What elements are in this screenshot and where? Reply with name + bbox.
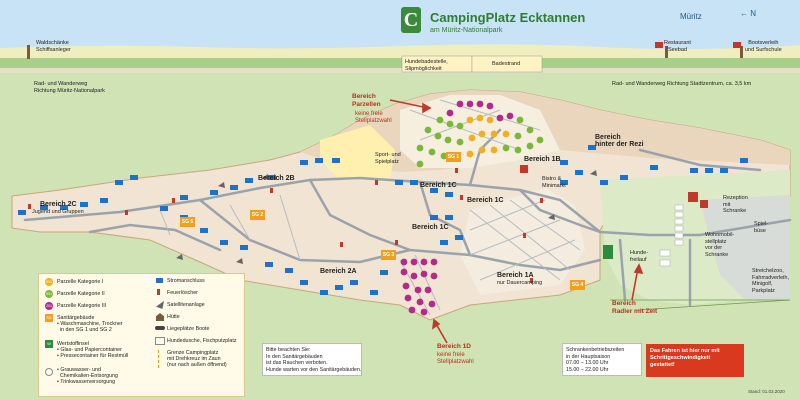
- reception-building-2: [700, 200, 708, 208]
- zone-1b-label: Bereich 1B: [524, 156, 561, 163]
- zone-1d-title: Bereich 1D: [437, 343, 471, 350]
- satellite-icon: [156, 301, 164, 309]
- zone-2b-label: Bereich 2B: [258, 175, 295, 182]
- zone-1c-label-c: Bereich 1C: [412, 224, 449, 231]
- sanitary-sg2[interactable]: SG 2: [250, 210, 265, 220]
- zone-parzellen-sub: keine freie Stellplatzwahl: [355, 111, 392, 124]
- shore-strip: [0, 58, 800, 68]
- reception-building: [688, 192, 698, 202]
- legend-label: • Grauwasser- und Chemikalien-Entsorgung…: [57, 367, 118, 386]
- restaurant-label: Restaurant Seebad: [664, 40, 691, 53]
- mobile-label: Wohnmobil- stellplatz vor der Schranke: [705, 232, 735, 258]
- legend-panel: 001 Parzelle Kategorie I S01 Parzelle Ka…: [38, 273, 245, 397]
- north-arrow-icon: ←: [740, 9, 751, 18]
- sanitary-note: Bitte beachten Sie: In den Sanitärgebäud…: [262, 343, 362, 376]
- legend-label: Hütte: [167, 314, 180, 320]
- power-outlet-icon: [156, 278, 163, 283]
- satellite-dishes: [176, 170, 597, 264]
- bistro-label: Bistro & Minimarkt: [542, 176, 566, 189]
- beach-label: Badestrand: [492, 61, 521, 67]
- sanitary-icon: SG: [45, 314, 53, 322]
- zone-1a-sub: nur Dauercamping: [497, 280, 543, 286]
- legend-label: Hundedusche, Fischputzplatz: [167, 338, 237, 344]
- zone-2c-label: Bereich 2C: [40, 201, 77, 208]
- parking-label: Streichelzoo, Fahrradverleih, Minigolf, …: [752, 268, 789, 294]
- sanitary-sg4[interactable]: SG 4: [570, 280, 585, 290]
- zone-radler-title: Bereich Radler mit Zelt: [612, 300, 658, 315]
- parcel-cat3-icon: 201: [45, 302, 53, 310]
- cabin-icon: [156, 313, 164, 321]
- fence-line-icon: [158, 350, 159, 368]
- beach: [471, 55, 543, 73]
- dog-meadow-label: Hunde- freilauf: [630, 250, 649, 263]
- legend-label: Parzelle Kategorie II: [57, 291, 105, 297]
- dog-beach-label: Hundebadestelle, Slipmöglichkeit: [405, 59, 448, 72]
- parcel-circles: [400, 100, 544, 316]
- zone-1a-label: Bereich 1A: [497, 272, 534, 279]
- sport-label: Sport- und Spielplatz: [375, 152, 401, 165]
- bistro-building: [520, 165, 528, 173]
- parking-area: [700, 195, 790, 300]
- boat-house-roof: [733, 42, 741, 48]
- pointer-arrows: [389, 99, 644, 344]
- zone-1c-label-b: Bereich 1C: [467, 197, 504, 204]
- zone-2a-label: Bereich 2A: [320, 268, 357, 275]
- shoreline: [0, 44, 800, 60]
- waste-island: [603, 245, 613, 259]
- sport-field: [320, 125, 395, 180]
- zone-1c-label-a: Bereich 1C: [420, 182, 457, 189]
- dog-shower-icon: [155, 337, 165, 345]
- sanitary-sg5[interactable]: SG 5: [180, 217, 195, 227]
- fire-extinguisher-icon: [157, 289, 160, 295]
- legend-label: Liegeplätze Boote: [167, 326, 210, 332]
- legend-label: Stromanschluss: [167, 278, 205, 284]
- reception-label: Rezeption mit Schranke: [723, 195, 748, 214]
- paths: [159, 99, 581, 316]
- legend-label: Satellitenanlage: [167, 302, 205, 308]
- jetty-left: [27, 45, 30, 59]
- play2-label: Spiel- büse: [754, 221, 769, 234]
- fire-extinguishers: [28, 168, 543, 283]
- north-label: ← N: [740, 9, 757, 18]
- sanitary-sg3[interactable]: SG 3: [381, 250, 396, 260]
- boat-icon: [155, 326, 165, 330]
- jetty-boats: [740, 46, 743, 58]
- campsite-logo: C: [401, 7, 421, 33]
- boats-label: Bootsverleih und Surfschule: [745, 40, 782, 53]
- page-subtitle: am Müritz-Nationalpark: [430, 27, 503, 34]
- speed-warning: Das Fahren ist hier nur mit Schrittgesch…: [646, 344, 744, 377]
- restaurant-roof: [655, 42, 663, 48]
- mobile-stalls: [659, 204, 684, 267]
- legend-label: Sanitärgebäude • Waschmaschine, Trockner…: [57, 315, 123, 334]
- legend-label: Parzelle Kategorie I: [57, 279, 104, 285]
- parcel-cat2-icon: S01: [45, 290, 53, 298]
- path-left-label: Rad- und Wanderweg Richtung Müritz-Natio…: [34, 81, 105, 94]
- parcel-cat1-icon: 001: [45, 278, 53, 286]
- map-date: Stand: 01.03.2020: [748, 389, 785, 394]
- zone-1d-sub: keine freie Stellplatzwahl: [437, 352, 474, 365]
- path-left: [0, 68, 800, 73]
- legend-label: Parzelle Kategorie III: [57, 303, 107, 309]
- legend-label: Wertstoffinsel • Glas- und Papiercontain…: [57, 341, 129, 360]
- legend-label: Grenze Campingplatz mit Drehkreuz im Zau…: [167, 350, 227, 369]
- zone-2c-sub: Jugend und Gruppen: [32, 209, 84, 215]
- fence: [610, 299, 791, 311]
- water-disposal-icon: [45, 368, 53, 376]
- jetty-restaurant: [665, 46, 668, 58]
- zone-rezi-label: Bereich hinter der Rezi: [595, 134, 644, 148]
- sanitary-sg1[interactable]: SG 1: [446, 152, 461, 162]
- path-right-label: Rad- und Wanderweg Richtung Stadtzentrum…: [612, 81, 752, 87]
- lake-label: Müritz: [680, 12, 702, 21]
- legend-label: Feuerlöscher: [167, 290, 198, 296]
- waste-island-icon: W: [45, 340, 53, 348]
- zone-parzellen-title: Bereich Parzellen: [352, 93, 381, 108]
- page-title: CampingPlatz Ecktannen: [430, 10, 586, 25]
- barrier-hours: Schrankenbetriebszeiten in der Hauptsais…: [562, 343, 642, 376]
- stall-markers: [18, 145, 748, 295]
- ship-label: Waldschänke Schiffsanleger: [36, 40, 71, 53]
